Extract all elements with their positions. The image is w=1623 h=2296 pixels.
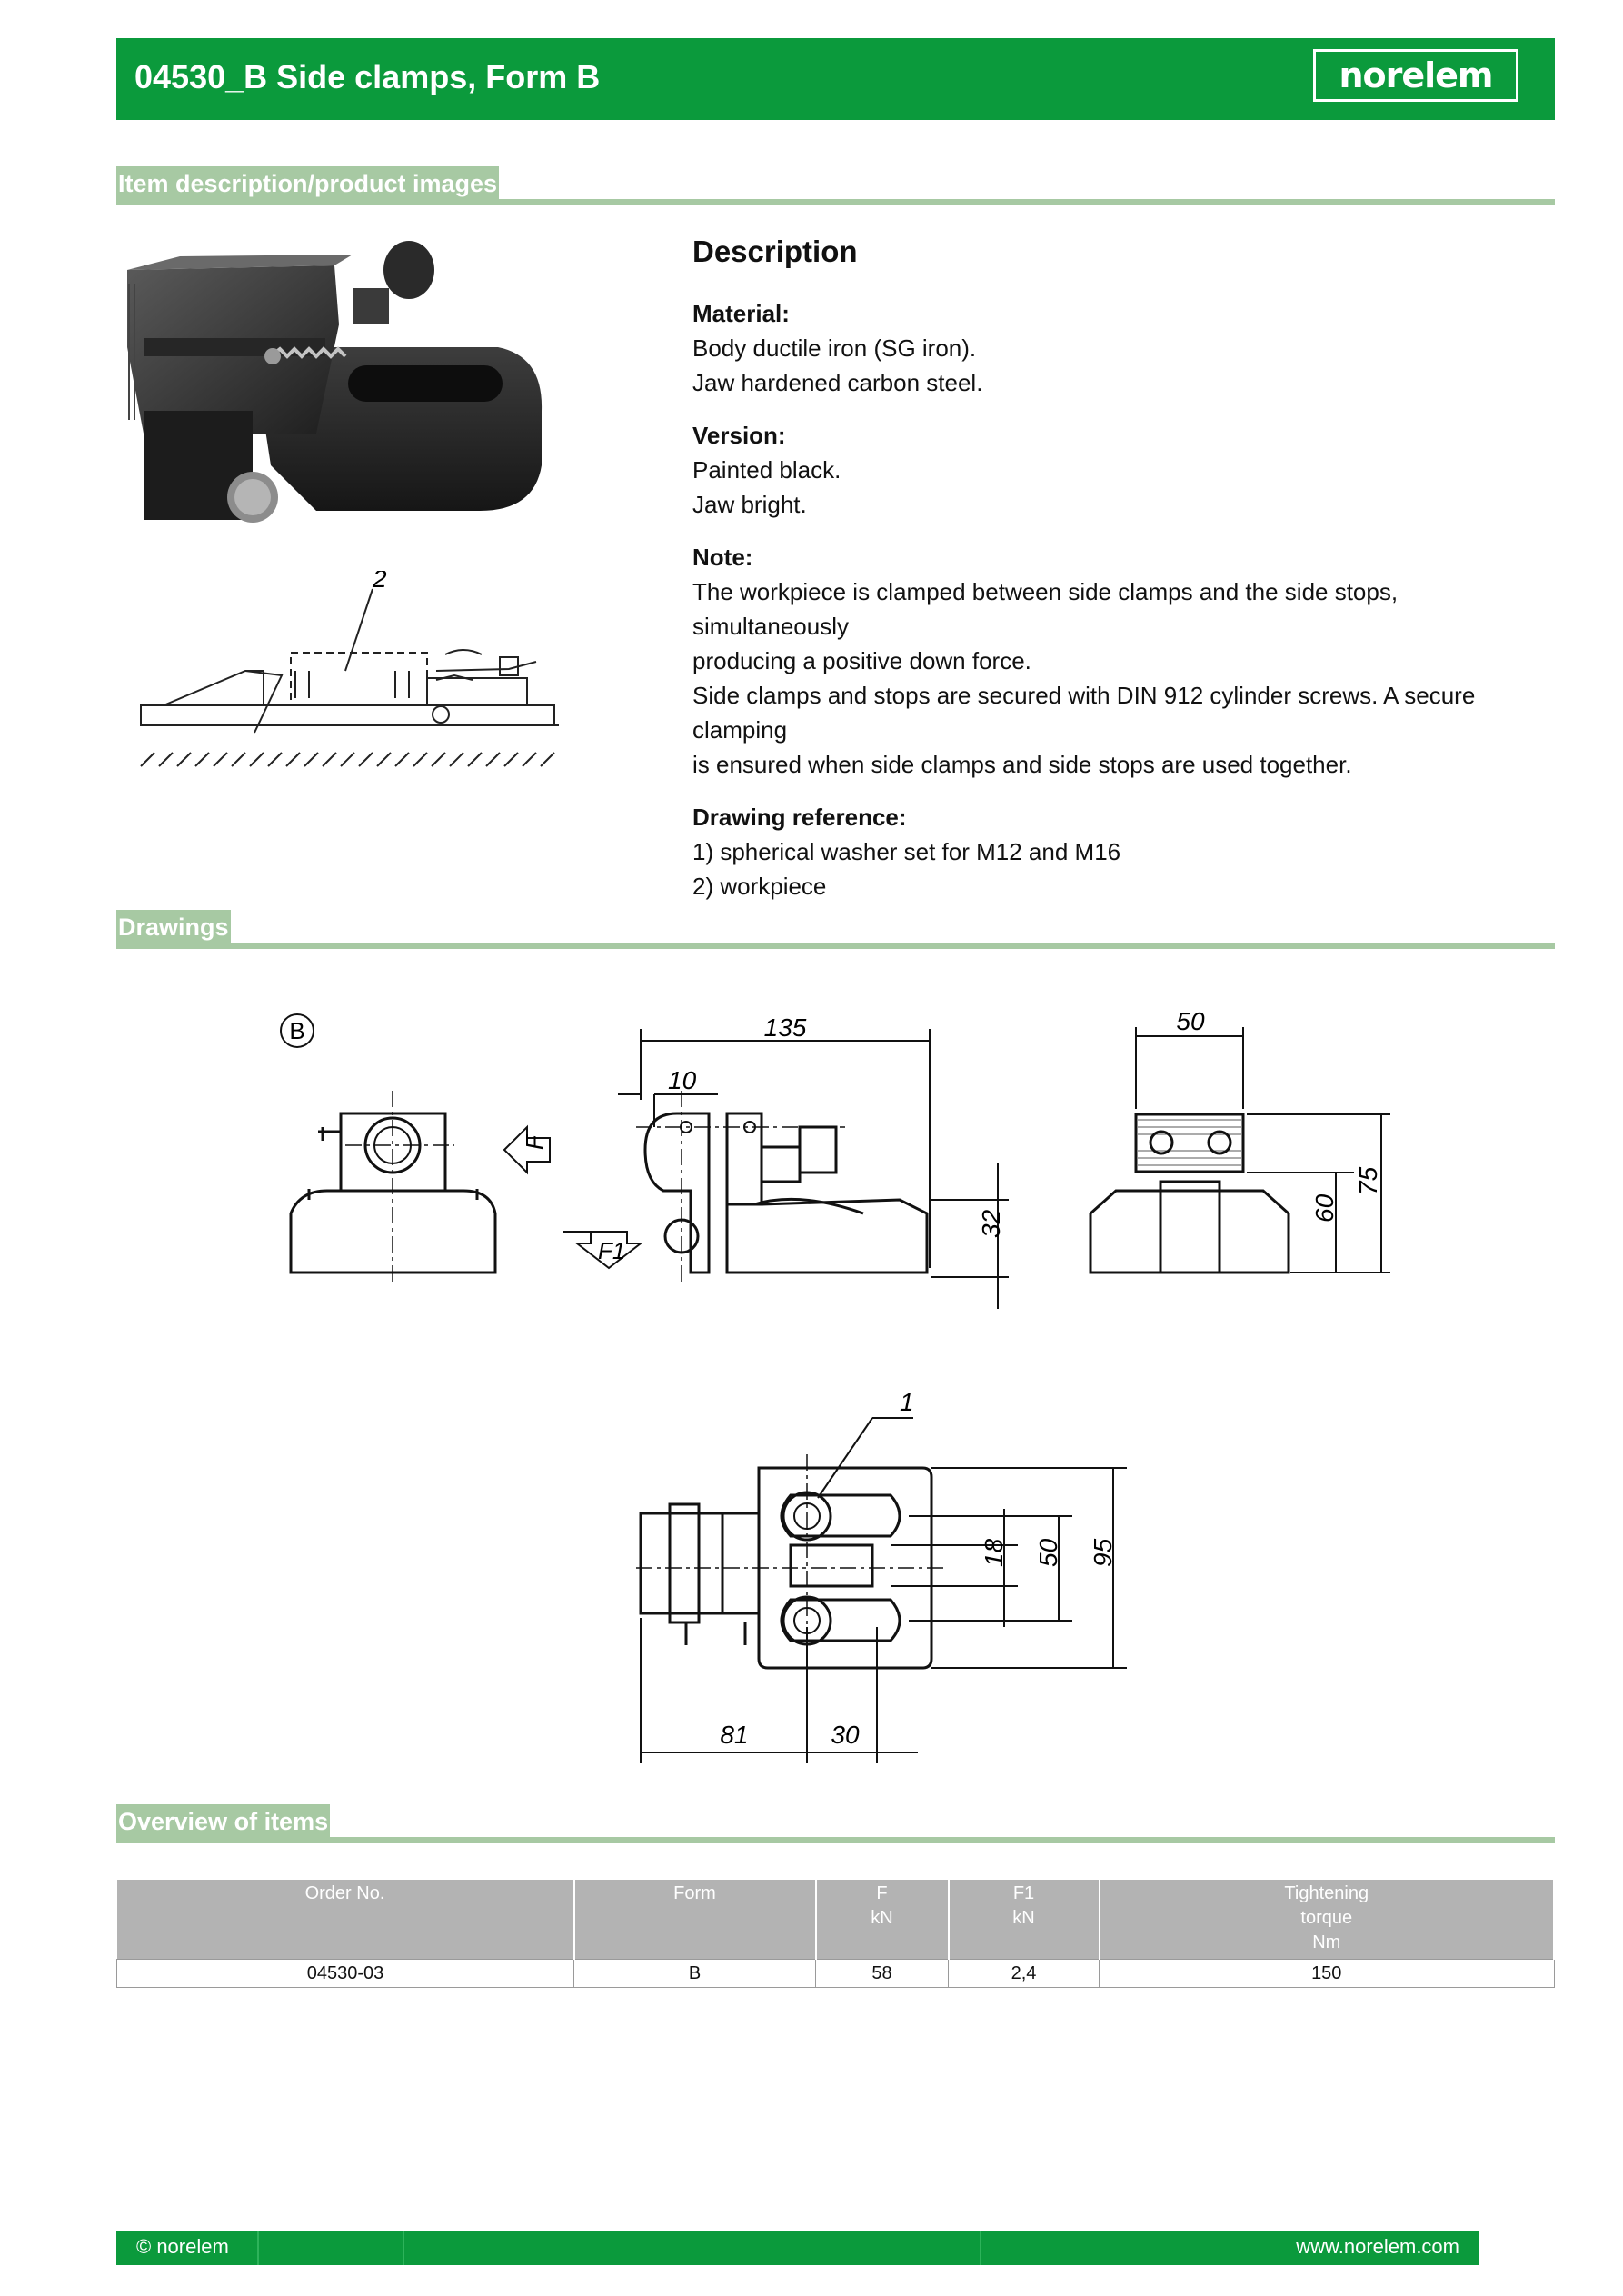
application-sketch: 2 xyxy=(140,571,559,767)
cell-form: B xyxy=(573,1959,816,1988)
description-block: Description Material: Body ductile iron … xyxy=(692,235,1556,903)
dim-75: 75 xyxy=(1354,1166,1382,1195)
dim-10: 10 xyxy=(668,1066,697,1094)
images-section-heading: Item description/product images xyxy=(116,166,500,201)
footer-website-link[interactable]: www.norelem.com xyxy=(1296,2235,1459,2258)
material-line: Body ductile iron (SG iron). xyxy=(692,334,977,362)
side-view xyxy=(1089,1113,1290,1274)
technical-drawing: B F F1 xyxy=(280,1007,1390,1763)
front-view xyxy=(643,1112,929,1274)
force-f-label: F xyxy=(521,1133,548,1150)
drawing-reference-label: Drawing reference: xyxy=(692,804,907,831)
footer-copyright: © norelem xyxy=(136,2235,229,2258)
drawings-section-heading: Drawings xyxy=(116,910,231,944)
header-order-no: Order No. xyxy=(116,1880,575,1960)
material-label: Material: xyxy=(692,300,790,327)
force-f1-label: F1 xyxy=(598,1237,625,1264)
note-line: is ensured when side clamps and side sto… xyxy=(692,751,1352,778)
section-rule xyxy=(116,943,1555,949)
header-form: Form xyxy=(573,1880,817,1960)
brand-logo: norelem xyxy=(1313,49,1518,102)
cell-torque: 150 xyxy=(1099,1959,1555,1988)
dim-95: 95 xyxy=(1089,1538,1117,1567)
images-section-label: Item description/product images xyxy=(116,166,500,201)
table-row: 04530-03 B 58 2,4 150 xyxy=(116,1959,1555,1988)
form-marker: B xyxy=(289,1017,304,1044)
footer-divider xyxy=(980,2231,981,2265)
dim-60: 60 xyxy=(1310,1193,1339,1223)
cell-order-no: 04530-03 xyxy=(116,1959,574,1988)
dim-50-top: 50 xyxy=(1176,1007,1205,1035)
version-line: Jaw bright. xyxy=(692,491,807,518)
drawing-reference-line: 2) workpiece xyxy=(692,873,827,900)
callout-1: 1 xyxy=(900,1388,914,1416)
version-label: Version: xyxy=(692,422,786,449)
footer-divider xyxy=(257,2231,259,2265)
overview-section-heading: Overview of items xyxy=(116,1804,331,1839)
dim-30: 30 xyxy=(831,1721,860,1749)
dim-81: 81 xyxy=(720,1721,748,1749)
logo-text: norelem xyxy=(1339,55,1493,95)
section-rule xyxy=(116,1837,1555,1843)
footer-bar: © norelem www.norelem.com xyxy=(116,2231,1479,2265)
sketch-callout: 2 xyxy=(372,571,387,593)
note-label: Note: xyxy=(692,544,753,571)
dim-50-side: 50 xyxy=(1034,1538,1062,1567)
material-line: Jaw hardened carbon steel. xyxy=(692,369,983,396)
product-photo xyxy=(127,241,543,523)
note-line: producing a positive down force. xyxy=(692,647,1031,674)
cell-f1: 2,4 xyxy=(948,1959,1100,1988)
note-line: The workpiece is clamped between side cl… xyxy=(692,578,1399,640)
section-rule xyxy=(116,199,1555,205)
header-bar: 04530_B Side clamps, Form B norelem xyxy=(116,38,1555,120)
dim-135: 135 xyxy=(764,1013,807,1042)
drawing-reference-line: 1) spherical washer set for M12 and M16 xyxy=(692,838,1121,865)
dim-32: 32 xyxy=(977,1209,1005,1238)
note-line: Side clamps and stops are secured with D… xyxy=(692,682,1476,744)
cell-f: 58 xyxy=(815,1959,949,1988)
page-title: 04530_B Side clamps, Form B xyxy=(134,58,601,95)
description-heading: Description xyxy=(692,235,858,268)
drawings-section-label: Drawings xyxy=(116,910,231,944)
version-line: Painted black. xyxy=(692,456,841,484)
dim-18: 18 xyxy=(980,1538,1008,1567)
footer-divider xyxy=(403,2231,404,2265)
top-view xyxy=(639,1466,933,1670)
overview-section-label: Overview of items xyxy=(116,1804,331,1839)
